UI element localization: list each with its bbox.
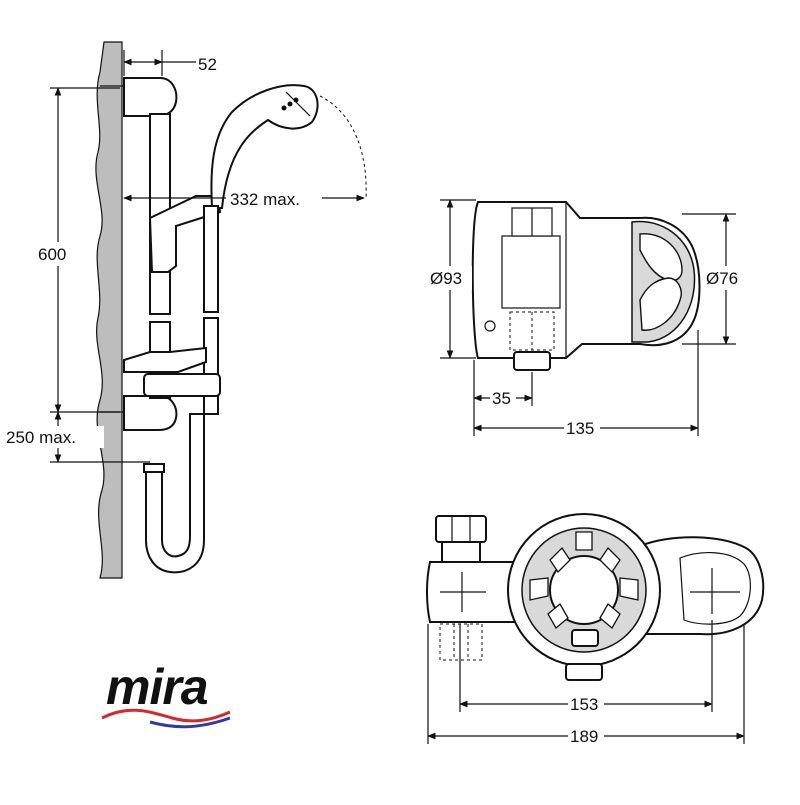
dim-outlet-depth: 35 bbox=[492, 389, 511, 408]
dim-overall-width: 189 bbox=[570, 727, 598, 746]
dim-centres: 153 bbox=[570, 695, 598, 714]
hose-connector bbox=[143, 463, 165, 473]
soap-dish bbox=[123, 346, 207, 373]
soap-dish-clamp bbox=[143, 373, 221, 397]
dim-rail-height: 600 bbox=[38, 245, 66, 264]
slider-holder bbox=[148, 195, 222, 273]
logo-wordmark: mira bbox=[106, 659, 208, 715]
bottom-wall-bracket bbox=[123, 395, 178, 431]
rail-view: 52 332 max. 600 250 max. bbox=[4, 41, 367, 579]
mira-logo: mira bbox=[101, 659, 231, 729]
hose-upper bbox=[203, 205, 219, 313]
dim-overall-depth: 135 bbox=[566, 419, 594, 438]
handset bbox=[210, 84, 319, 209]
wall-section bbox=[95, 41, 123, 579]
side-view: Ø93 Ø76 35 135 bbox=[428, 199, 748, 438]
dim-hose-clearance: 250 max. bbox=[6, 428, 76, 447]
dim-wall-offset: 52 bbox=[198, 55, 217, 74]
dim-handset-reach: 332 max. bbox=[230, 190, 300, 209]
hose-lower bbox=[203, 317, 219, 415]
hose-loop bbox=[145, 413, 205, 574]
outlet-nozzle-side bbox=[513, 351, 551, 371]
logo-wave-red bbox=[101, 708, 231, 723]
outlet-nozzle-front bbox=[565, 663, 603, 681]
front-view: 153 189 bbox=[426, 513, 765, 746]
inlet-nut-top bbox=[435, 515, 487, 543]
dim-body-diameter: Ø93 bbox=[430, 269, 462, 288]
top-wall-bracket bbox=[123, 77, 178, 117]
dim-control-diameter: Ø76 bbox=[706, 269, 738, 288]
logo-wave-blue bbox=[149, 716, 231, 729]
